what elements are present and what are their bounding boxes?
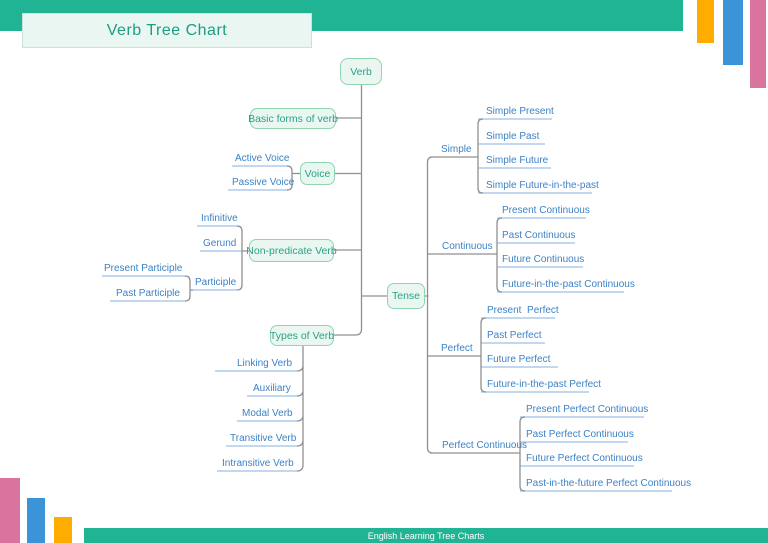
types-trunk-connector	[296, 346, 304, 472]
node-basic-forms-of-verb: Basic forms of verb	[248, 108, 338, 129]
leaf-gerund: Gerund	[203, 238, 237, 249]
leaf-future-continuous: Future Continuous	[502, 254, 585, 265]
leaf-past-perfect-continuous: Past Perfect Continuous	[526, 429, 634, 440]
node-tense: Tense	[387, 283, 425, 309]
leaf-future-perfect: Future Perfect	[487, 354, 551, 365]
main-trunk-connector	[334, 85, 429, 336]
group-continuous: Continuous	[442, 241, 493, 252]
leaf-intransitive-verb: Intransitive Verb	[222, 458, 294, 469]
group-simple: Simple	[441, 144, 472, 155]
leaf-active-voice: Active Voice	[235, 153, 290, 164]
leaf-infinitive: Infinitive	[201, 213, 238, 224]
leaf-present-continuous: Present Continuous	[502, 205, 590, 216]
leaf-simple-future-in-the-past: Simple Future-in-the-past	[486, 180, 599, 191]
leaf-past-continuous: Past Continuous	[502, 230, 576, 241]
leaf-auxiliary: Auxiliary	[253, 383, 291, 394]
leaf-future-perfect-continuous: Future Perfect Continuous	[526, 453, 643, 464]
top-accent-pink-bar	[750, 0, 766, 88]
node-voice: Voice	[300, 162, 335, 185]
leaf-linking-verb: Linking Verb	[237, 358, 293, 369]
footer-bar: English Learning Tree Charts	[84, 528, 768, 543]
leaf-transitive-verb: Transitive Verb	[230, 433, 297, 444]
leaf-future-in-the-past-continuous: Future-in-the-past Continuous	[502, 279, 635, 290]
leaf-underlines	[102, 118, 672, 492]
tense-group-brackets	[477, 118, 526, 492]
top-accent-orange-bar	[697, 0, 714, 43]
node-verb: Verb	[340, 58, 382, 85]
bottom-accent-blue-bar	[27, 498, 45, 543]
leaf-simple-present: Simple Present	[486, 106, 554, 117]
top-accent-blue-bar	[723, 0, 743, 65]
leaf-future-in-the-past-perfect: Future-in-the-past Perfect	[487, 379, 601, 390]
leaf-present-participle: Present Participle	[104, 263, 183, 274]
leaf-past-participle: Past Participle	[116, 288, 180, 299]
tense-trunk-connector	[426, 156, 520, 454]
chart-title: Verb Tree Chart	[22, 13, 312, 48]
leaf-passive-voice: Passive Voice	[232, 177, 295, 188]
leaf-present-perfect-continuous: Present Perfect Continuous	[526, 404, 649, 415]
group-perfect: Perfect	[441, 343, 473, 354]
bottom-accent-pink-bar	[0, 478, 20, 543]
left-side-brackets	[184, 165, 300, 302]
leaf-simple-future: Simple Future	[486, 155, 549, 166]
leaf-modal-verb: Modal Verb	[242, 408, 293, 419]
node-non-predicate-verb: Non-predicate Verb	[246, 239, 337, 262]
leaf-present-perfect: Present Perfect	[487, 305, 559, 316]
leaf-past-in-the-future-perfect-continuous: Past-in-the-future Perfect Continuous	[526, 478, 692, 489]
node-types-of-verb: Types of Verb	[270, 325, 334, 346]
bottom-accent-yellow-bar	[54, 517, 72, 543]
footer-text: English Learning Tree Charts	[367, 530, 485, 541]
group-perfect-continuous: Perfect Continuous	[442, 440, 528, 451]
leaf-simple-past: Simple Past	[486, 131, 540, 142]
leaf-past-perfect: Past Perfect	[487, 330, 542, 341]
leaf-participle: Participle	[195, 277, 237, 288]
